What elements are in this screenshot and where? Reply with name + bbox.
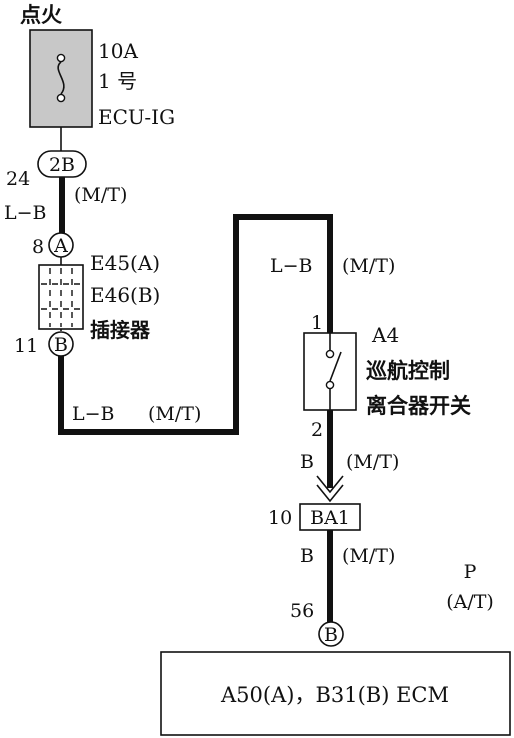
fuse-icon: [56, 53, 66, 103]
wire-right-top-variant: (M/T): [342, 255, 395, 277]
connector-a-id: A: [53, 235, 68, 257]
wire-bottom-color: L−B: [72, 403, 115, 425]
switch-contact-icon: [325, 333, 342, 410]
note-at-line1: P: [464, 561, 477, 583]
connector-b-pin: 11: [14, 335, 38, 357]
chevron-down-icon: [316, 475, 344, 494]
ecm-box: [160, 651, 511, 736]
fuse-number: 1 号: [98, 69, 137, 93]
connector-ba1-body: [299, 503, 361, 531]
connector-2b-variant: (M/T): [74, 184, 127, 206]
ecm-terminal-id: B: [324, 624, 338, 646]
switch-pin-bottom: 2: [311, 419, 323, 441]
connector-ba1-id: BA1: [310, 507, 350, 529]
ecm-label: A50(A)，B31(B) ECM: [220, 683, 449, 707]
connector-a-pin: 8: [32, 236, 44, 258]
junction-label-e45: E45(A): [90, 251, 160, 275]
switch-pin-top: 1: [311, 312, 323, 334]
junction-connector-pins: [41, 268, 81, 327]
switch-name-line1: 巡航控制: [366, 359, 450, 383]
ecm-terminal-pin: 56: [290, 600, 314, 622]
fuse-name: ECU-IG: [98, 105, 175, 129]
connector-2b-id: 2B: [49, 154, 75, 176]
wire-below-switch-color: B: [300, 451, 314, 473]
junction-connector-body: [38, 264, 84, 330]
wire-right-top-color: L−B: [270, 255, 313, 277]
junction-label-name: 插接器: [90, 318, 151, 342]
chevron-down-icon: [316, 484, 344, 503]
connector-ba1-pin: 10: [268, 507, 292, 529]
junction-label-e46: E46(B): [90, 283, 160, 307]
fuse-rating: 10A: [98, 39, 138, 63]
switch-name-line2: 离合器开关: [366, 394, 471, 418]
connector-2b-pin: 24: [6, 168, 30, 190]
wire-l-b-route: [58, 214, 333, 435]
wire-bottom-variant: (M/T): [148, 403, 201, 425]
note-at-line2: (A/T): [446, 591, 494, 613]
connector-2b-wire-color: L−B: [4, 202, 47, 224]
ecm-terminal-circle: [318, 621, 344, 647]
power-source-title: 点火: [20, 3, 62, 27]
wire-below-ba1-variant: (M/T): [342, 545, 395, 567]
wire-below-ba1-color: B: [300, 545, 314, 567]
wire-below-switch-variant: (M/T): [346, 451, 399, 473]
connector-b-id: B: [54, 334, 68, 356]
switch-code: A4: [371, 323, 399, 347]
